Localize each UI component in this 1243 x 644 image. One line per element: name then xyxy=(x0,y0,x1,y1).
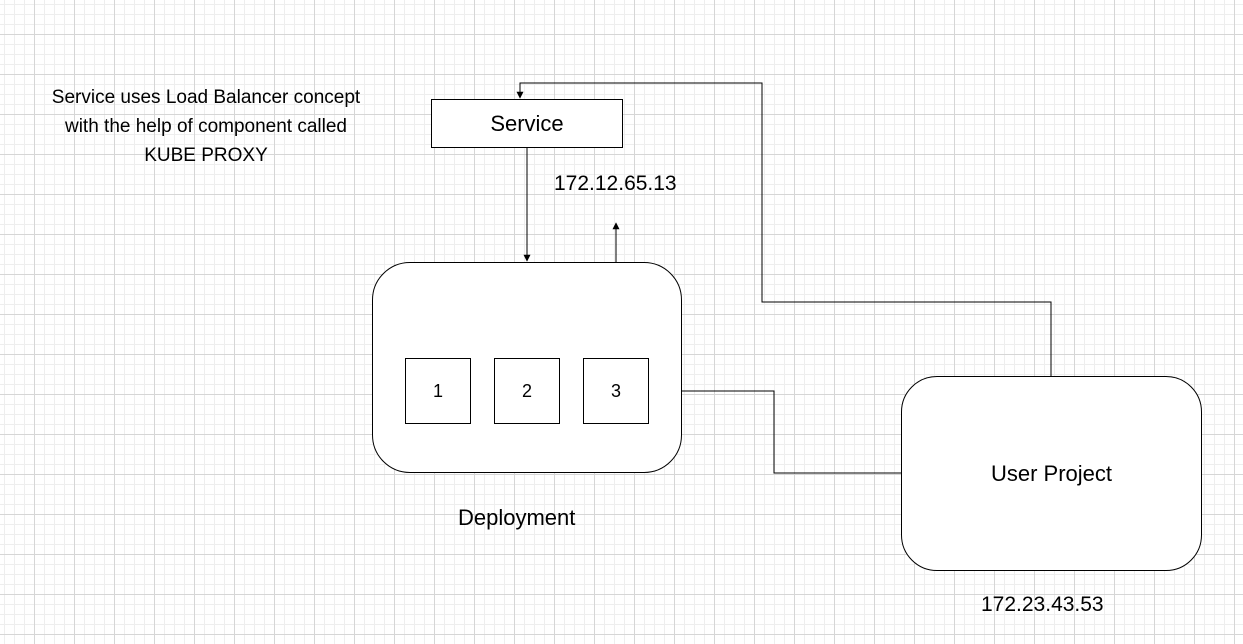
pod-1-label: 1 xyxy=(432,380,443,401)
service-label: Service xyxy=(490,110,564,136)
user-project-label: User Project xyxy=(990,460,1113,486)
note-line-2: with the help of component called xyxy=(64,116,347,137)
pod-2[interactable]: 2 xyxy=(494,358,560,424)
note-line-1: Service uses Load Balancer concept xyxy=(51,87,361,108)
service-node[interactable]: Service xyxy=(431,99,623,148)
user-project-to-service-connector xyxy=(516,82,1052,376)
service-ip-label: 172.12.65.13 xyxy=(554,172,677,195)
user-project-to-pod3-connector xyxy=(649,387,901,474)
pod-2-label: 2 xyxy=(521,380,532,401)
note-line-3: KUBE PROXY xyxy=(144,145,268,166)
pod-3[interactable]: 3 xyxy=(583,358,649,424)
pod-3-label: 3 xyxy=(610,380,621,401)
deployment-label: Deployment xyxy=(458,505,576,530)
pod-1[interactable]: 1 xyxy=(405,358,471,424)
kube-proxy-note: Service uses Load Balancer concept with … xyxy=(20,83,392,170)
user-project-node[interactable]: User Project xyxy=(901,376,1202,571)
user-project-ip-label: 172.23.43.53 xyxy=(981,593,1104,616)
